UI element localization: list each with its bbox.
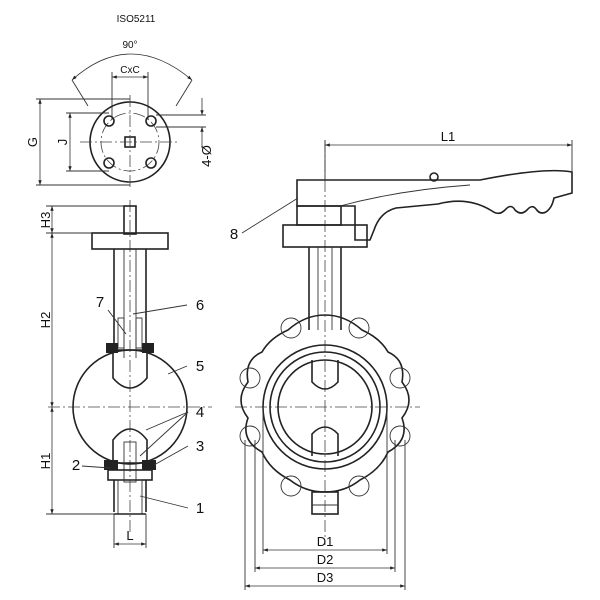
h2-label: H2 (38, 312, 53, 329)
h1-label: H1 (38, 453, 53, 470)
angle-leg-right (175, 79, 193, 107)
lug-body (240, 314, 410, 493)
handle-edge (339, 184, 471, 207)
lug-5 (239, 425, 261, 447)
side-view: H3 H2 H1 L 7 6 5 4 3 2 1 (38, 200, 212, 548)
l-label: L (126, 528, 133, 543)
angle-arc (71, 53, 193, 81)
bolt-hole-2 (145, 115, 157, 127)
callout-2: 2 (72, 457, 80, 474)
callout-5: 5 (196, 358, 204, 375)
lug-2 (348, 317, 370, 339)
lug-7 (280, 475, 302, 497)
handle-hole (429, 172, 439, 182)
callout-7-leader (107, 309, 127, 335)
top-plate (91, 232, 169, 250)
l1-label: L1 (441, 129, 455, 144)
upper-seal-left (106, 343, 118, 353)
j-label: J (55, 139, 70, 146)
callout-4: 4 (196, 404, 204, 421)
callout-1-leader (139, 495, 189, 509)
callout-3: 3 (196, 438, 204, 455)
upper-seal-right (142, 343, 154, 353)
cxc-label: CxC (120, 65, 139, 76)
upper-bushing-right (135, 317, 143, 349)
angle-leg-left (71, 79, 89, 107)
callout-4-leader-a (145, 411, 189, 431)
lower-hub (112, 428, 148, 464)
handle-mount-block (296, 205, 342, 226)
lever-handle (296, 169, 573, 241)
callout-8: 8 (230, 226, 238, 243)
seat-inner-ring (277, 359, 373, 455)
seat-middle-ring (269, 351, 381, 463)
lower-seal-left (104, 460, 118, 470)
d2-label: D2 (317, 552, 334, 567)
g-label: G (25, 137, 40, 147)
lug-8 (348, 475, 370, 497)
lug-6 (389, 425, 411, 447)
lug-1 (280, 317, 302, 339)
callout-4-leader-b (139, 411, 189, 457)
h3-label: H3 (38, 212, 53, 229)
top-flange-view: ISO5211 90° CxC G J 4-Ø (25, 14, 214, 190)
upper-hub (112, 349, 148, 389)
callout-3-leader (153, 445, 189, 466)
callout-6: 6 (196, 297, 204, 314)
lug-3 (239, 367, 261, 389)
front-view: L1 8 D1 (230, 129, 573, 590)
upper-bushing-left (117, 317, 125, 349)
bolt-hole-1 (103, 115, 115, 127)
lower-seal-right (142, 460, 156, 470)
disc-hub-bottom (311, 426, 339, 456)
bolt-hole-3 (103, 157, 115, 169)
stem-top (123, 205, 137, 235)
disc-hub-top (311, 360, 339, 390)
d3-label: D3 (317, 570, 334, 585)
callout-8-leader (241, 197, 299, 234)
callout-6-leader (132, 304, 188, 315)
callout-1: 1 (196, 500, 204, 517)
d1-label: D1 (317, 534, 334, 549)
bolt-label: 4-Ø (199, 145, 214, 167)
callout-5-leader (167, 365, 188, 375)
lower-stem (123, 441, 137, 483)
front-bottom-boss (311, 491, 339, 515)
lug-4 (389, 367, 411, 389)
bolt-hole-4 (145, 157, 157, 169)
callout-2-leader (81, 465, 111, 469)
standard-label: ISO5211 (117, 14, 156, 25)
angle-label: 90° (122, 40, 137, 51)
callout-7: 7 (96, 294, 104, 311)
